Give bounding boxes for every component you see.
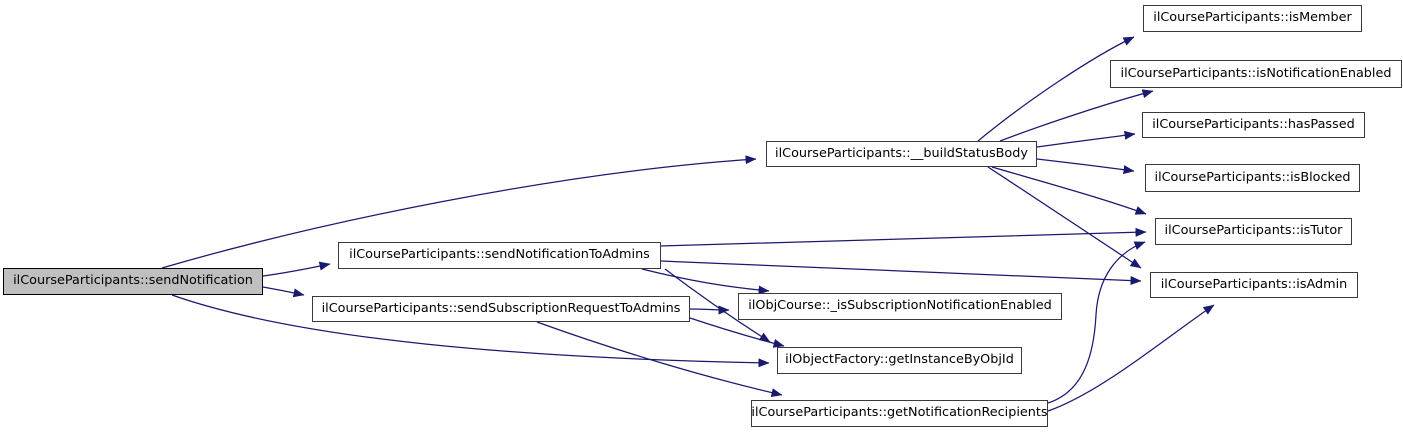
edge-getNotificationRecipients-to-isTutor xyxy=(1047,241,1146,404)
edge-sendNotification-to-buildStatusBody xyxy=(161,155,757,269)
node-buildStatusBody[interactable]: ilCourseParticipants::__buildStatusBody xyxy=(766,141,1037,167)
node-isMember[interactable]: ilCourseParticipants::isMember xyxy=(1143,5,1362,32)
node-sendNotification: ilCourseParticipants::sendNotification xyxy=(3,268,263,295)
edge-sendSubscriptionRequestToAdmins-to-getInstanceByObjId xyxy=(689,317,785,348)
node-getNotificationRecipients[interactable]: ilCourseParticipants::getNotificationRec… xyxy=(751,400,1048,427)
node-isAdmin[interactable]: ilCourseParticipants::isAdmin xyxy=(1150,272,1358,298)
edge-sendSubscriptionRequestToAdmins-to-getNotificationRecipients xyxy=(536,321,783,398)
edge-sendNotificationToAdmins-to-isSubscriptionNotificationEnabled xyxy=(641,268,770,295)
node-sendNotificationToAdmins[interactable]: ilCourseParticipants::sendNotificationTo… xyxy=(338,242,661,269)
edge-buildStatusBody-to-hasPassed xyxy=(1036,130,1136,148)
node-isSubscriptionNotificationEnabled[interactable]: ilObjCourse::_isSubscriptionNotification… xyxy=(738,293,1062,320)
edge-buildStatusBody-to-isBlocked xyxy=(1036,158,1135,175)
node-isNotificationEnabled[interactable]: ilCourseParticipants::isNotificationEnab… xyxy=(1110,60,1402,88)
edge-sendSubscriptionRequestToAdmins-to-isSubscriptionNotificationEnabled xyxy=(689,305,730,315)
edge-getNotificationRecipients-to-isAdmin xyxy=(1047,304,1215,412)
node-hasPassed[interactable]: ilCourseParticipants::hasPassed xyxy=(1142,112,1365,138)
edge-buildStatusBody-to-isAdmin xyxy=(987,166,1142,269)
edge-buildStatusBody-to-isMember xyxy=(977,36,1135,142)
node-getInstanceByObjId[interactable]: ilObjectFactory::getInstanceByObjId xyxy=(777,347,1022,374)
edge-sendNotification-to-sendNotificationToAdmins xyxy=(262,261,331,277)
edge-sendNotification-to-sendSubscriptionRequestToAdmins xyxy=(262,286,305,298)
edge-sendNotification-to-getInstanceByObjId xyxy=(171,294,770,368)
edge-sendNotificationToAdmins-to-isAdmin xyxy=(660,260,1142,286)
edge-buildStatusBody-to-isTutor xyxy=(991,166,1147,215)
node-isTutor[interactable]: ilCourseParticipants::isTutor xyxy=(1155,218,1352,245)
edge-buildStatusBody-to-isNotificationEnabled xyxy=(999,89,1154,142)
edge-sendNotificationToAdmins-to-isTutor xyxy=(660,227,1147,247)
node-sendSubscriptionRequestToAdmins[interactable]: ilCourseParticipants::sendSubscriptionRe… xyxy=(312,296,690,322)
node-isBlocked[interactable]: ilCourseParticipants::isBlocked xyxy=(1145,164,1360,192)
